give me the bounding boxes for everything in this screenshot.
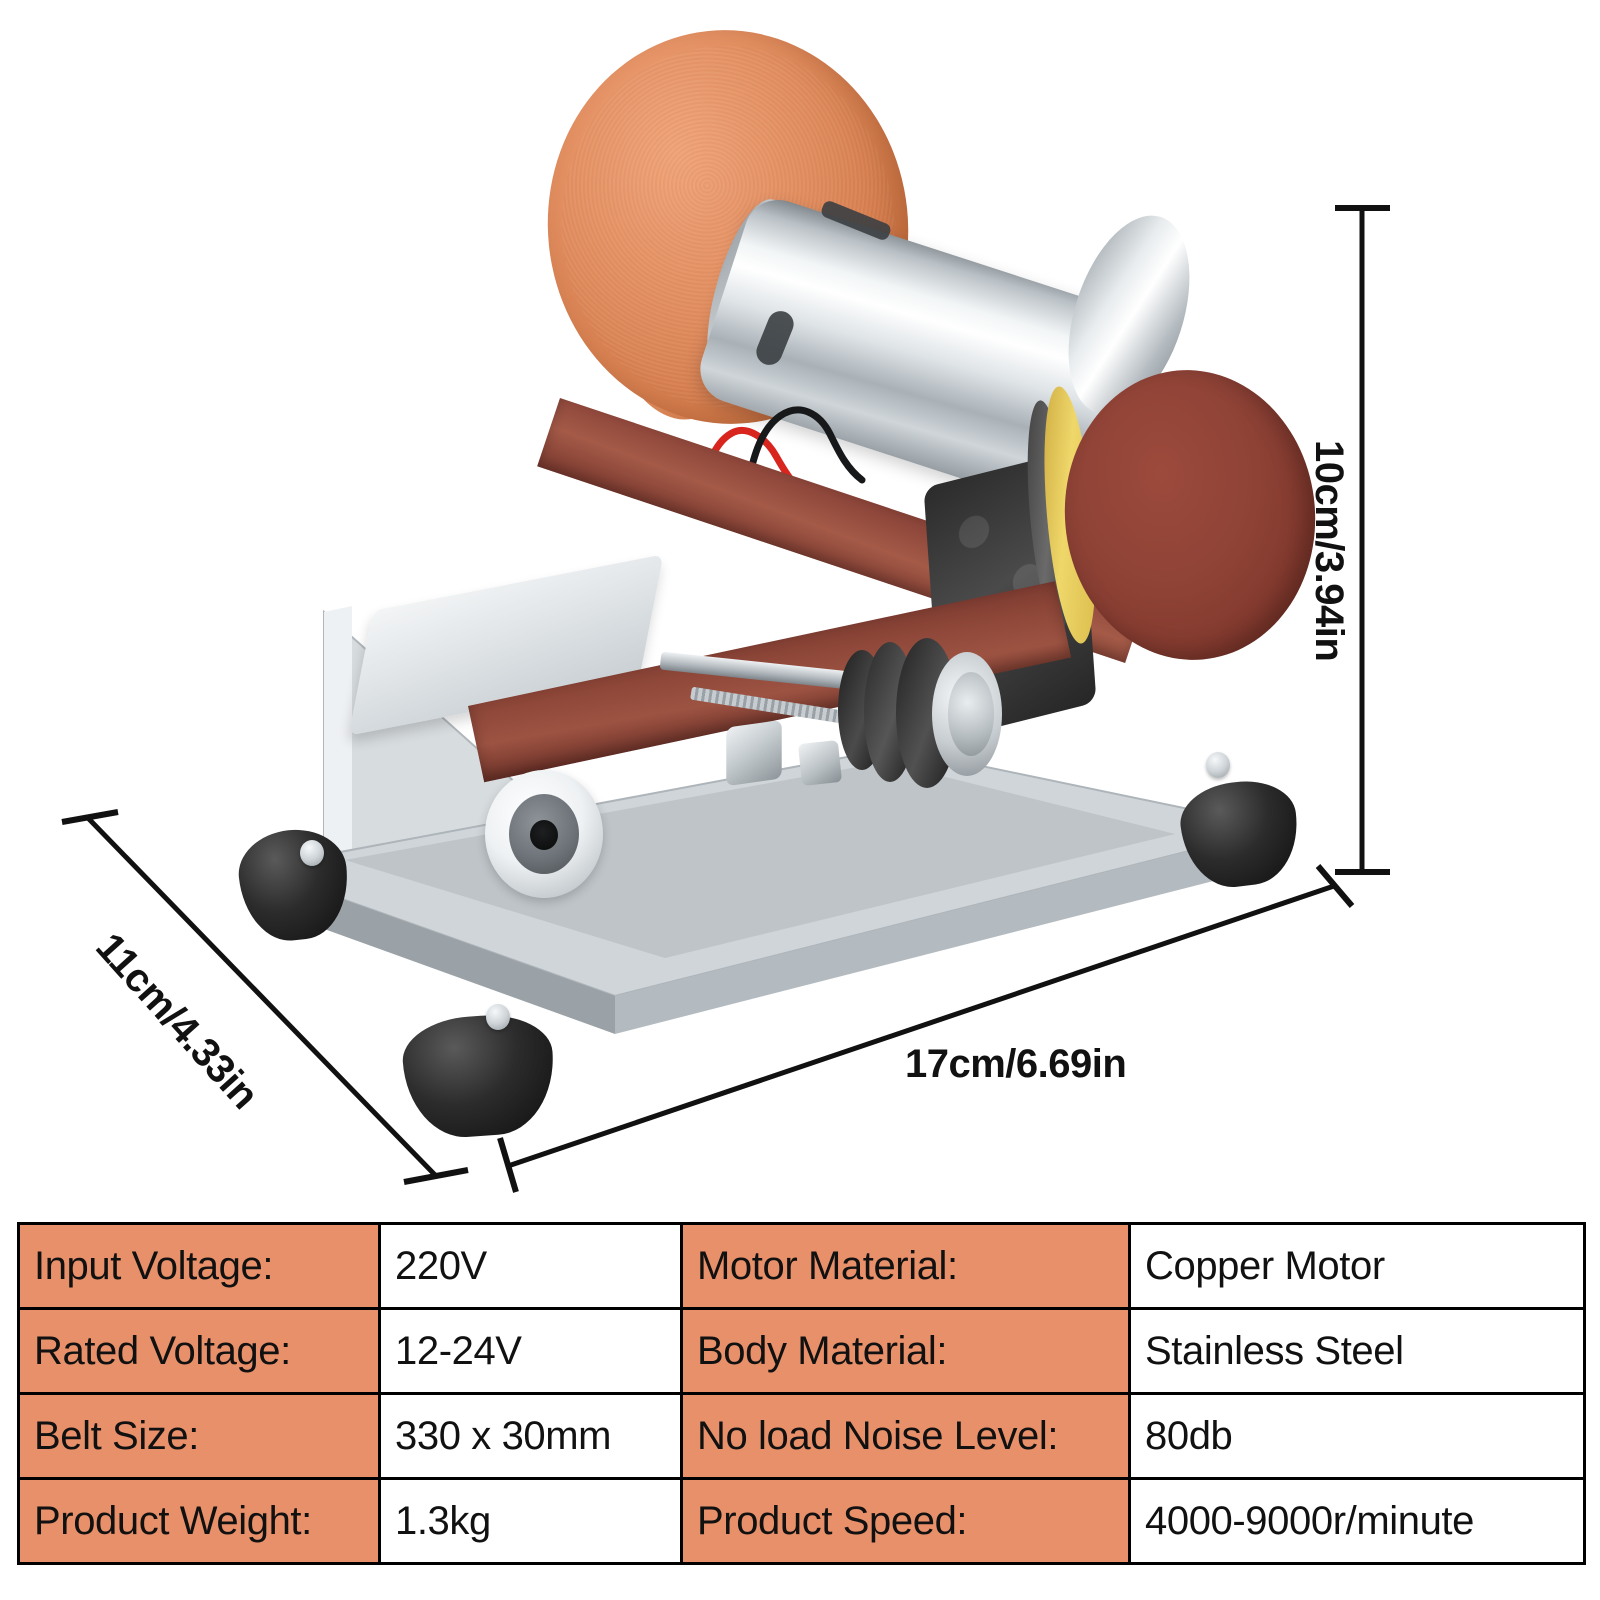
table-row: Input Voltage: 220V Motor Material: Copp… bbox=[17, 1222, 1586, 1310]
spec-value: 80db bbox=[1128, 1392, 1586, 1480]
black-wire bbox=[742, 406, 866, 498]
spec-value: Copper Motor bbox=[1128, 1222, 1586, 1310]
spec-label: Belt Size: bbox=[17, 1392, 381, 1480]
tension-bearing-assembly bbox=[838, 636, 1018, 796]
specification-table: Input Voltage: 220V Motor Material: Copp… bbox=[17, 1222, 1586, 1565]
base-screw bbox=[300, 840, 324, 866]
spec-label: Product Weight: bbox=[17, 1477, 381, 1565]
spec-label: Body Material: bbox=[680, 1307, 1131, 1395]
spec-value: 4000-9000r/minute bbox=[1128, 1477, 1586, 1565]
spec-value: 220V bbox=[378, 1222, 683, 1310]
base-plate bbox=[195, 746, 1281, 1048]
product-photo bbox=[0, 0, 1600, 1200]
spec-value: 12-24V bbox=[378, 1307, 683, 1395]
spec-label: Rated Voltage: bbox=[17, 1307, 381, 1395]
adjustment-nut bbox=[797, 740, 843, 786]
base-screw bbox=[1206, 752, 1230, 778]
table-row: Belt Size: 330 x 30mm No load Noise Leve… bbox=[17, 1392, 1586, 1480]
adjustment-knob bbox=[726, 719, 782, 787]
spec-value: 1.3kg bbox=[378, 1477, 683, 1565]
base-screw bbox=[486, 1004, 510, 1030]
spec-value: Stainless Steel bbox=[1128, 1307, 1586, 1395]
spec-value: 330 x 30mm bbox=[378, 1392, 683, 1480]
rubber-foot bbox=[399, 1010, 559, 1142]
spec-label: Input Voltage: bbox=[17, 1222, 381, 1310]
spec-label: Product Speed: bbox=[680, 1477, 1131, 1565]
table-row: Product Weight: 1.3kg Product Speed: 400… bbox=[17, 1477, 1586, 1565]
table-row: Rated Voltage: 12-24V Body Material: Sta… bbox=[17, 1307, 1586, 1395]
idler-roller-bore bbox=[530, 820, 558, 850]
spec-label: Motor Material: bbox=[680, 1222, 1131, 1310]
spec-label: No load Noise Level: bbox=[680, 1392, 1131, 1480]
